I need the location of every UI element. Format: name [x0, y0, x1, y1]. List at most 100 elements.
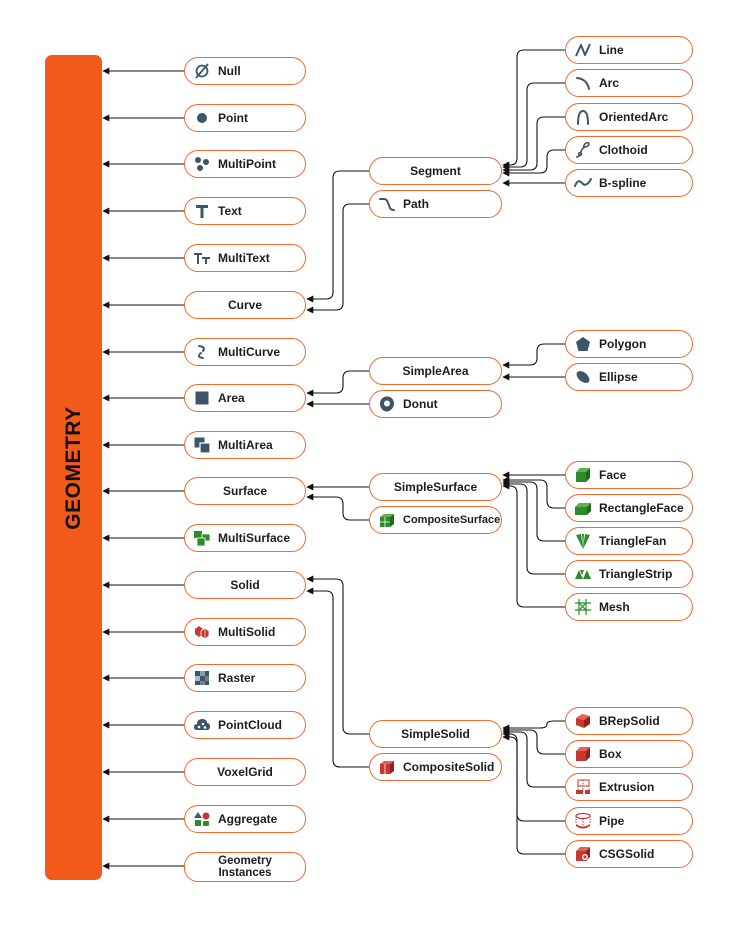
- node-box-label: Box: [599, 747, 622, 761]
- edge-compositesolid-solid: [306, 587, 369, 768]
- text-icon: [193, 202, 211, 220]
- pointcloud-icon: [193, 716, 211, 734]
- clothoid-icon: [574, 141, 592, 159]
- node-multisurface-label: MultiSurface: [218, 531, 291, 545]
- node-path-label: Path: [403, 197, 430, 211]
- geometry-root-bar: GEOMETRY: [45, 55, 102, 880]
- node-line-label: Line: [599, 43, 624, 57]
- node-face[interactable]: Face: [565, 461, 693, 489]
- node-donut[interactable]: Donut: [369, 390, 502, 418]
- raster-icon: [193, 669, 211, 687]
- node-box[interactable]: Box: [565, 740, 693, 768]
- node-multicurve[interactable]: MultiCurve: [184, 338, 306, 366]
- node-brepsolid[interactable]: BRepSolid: [565, 707, 693, 735]
- edge-clothoid-segment: [502, 149, 565, 177]
- edge-line-segment: [502, 49, 565, 169]
- node-donut-label: Donut: [403, 397, 438, 411]
- node-mesh[interactable]: Mesh: [565, 593, 693, 621]
- node-trianglefan-label: TriangleFan: [599, 534, 667, 548]
- pipe-icon: [574, 812, 592, 830]
- node-multiarea[interactable]: MultiArea: [184, 431, 306, 459]
- node-null-label: Null: [218, 64, 241, 78]
- node-line[interactable]: Line: [565, 36, 693, 64]
- node-text-label: Text: [218, 204, 242, 218]
- node-simplesurface-label: SimpleSurface: [393, 480, 478, 494]
- brepsolid-icon: [574, 712, 592, 730]
- node-bspline[interactable]: B-spline: [565, 169, 693, 197]
- multiarea-icon: [193, 436, 211, 454]
- node-clothoid-label: Clothoid: [599, 143, 648, 157]
- node-curve[interactable]: Curve: [184, 291, 306, 319]
- edge-arc-segment: [502, 82, 565, 171]
- edge-simplesolid-solid: [306, 575, 369, 735]
- node-simplesurface[interactable]: SimpleSurface: [369, 473, 502, 501]
- node-rectangleface[interactable]: RectangleFace: [565, 494, 693, 522]
- node-clothoid[interactable]: Clothoid: [565, 136, 693, 164]
- node-orientedarc[interactable]: OrientedArc: [565, 103, 693, 131]
- node-geometryinstances-label-line1: Geometry: [218, 855, 272, 867]
- node-simplearea-label: SimpleArea: [402, 364, 469, 378]
- node-multipoint-label: MultiPoint: [218, 157, 276, 171]
- bspline-icon: [574, 174, 592, 192]
- node-trianglefan[interactable]: TriangleFan: [565, 527, 693, 555]
- node-point-label: Point: [218, 111, 248, 125]
- node-raster[interactable]: Raster: [184, 664, 306, 692]
- geometry-root-label: GEOMETRY: [61, 405, 85, 530]
- node-polygon[interactable]: Polygon: [565, 330, 693, 358]
- node-surface[interactable]: Surface: [184, 477, 306, 505]
- box-icon: [574, 745, 592, 763]
- compositesurface-icon: [378, 511, 396, 529]
- multisolid-icon: [193, 623, 211, 641]
- node-area[interactable]: Area: [184, 384, 306, 412]
- csgsolid-icon: [574, 845, 592, 863]
- node-face-label: Face: [599, 468, 627, 482]
- edge-segment-curve: [306, 170, 369, 303]
- node-solid-label: Solid: [230, 578, 260, 592]
- node-extrusion[interactable]: Extrusion: [565, 773, 693, 801]
- node-ellipse-label: Ellipse: [599, 370, 638, 384]
- node-trianglestrip[interactable]: TriangleStrip: [565, 560, 693, 588]
- node-compositesolid[interactable]: CompositeSolid: [369, 753, 502, 781]
- rectangleface-icon: [574, 499, 592, 517]
- node-compositesolid-label: CompositeSolid: [403, 760, 495, 774]
- node-voxelgrid[interactable]: VoxelGrid: [184, 758, 306, 786]
- node-pointcloud-label: PointCloud: [218, 718, 282, 732]
- node-polygon-label: Polygon: [599, 337, 647, 351]
- node-solid[interactable]: Solid: [184, 571, 306, 599]
- node-brepsolid-label: BRepSolid: [599, 714, 660, 728]
- node-segment-label: Segment: [410, 164, 461, 178]
- node-multisolid[interactable]: MultiSolid: [184, 618, 306, 646]
- node-path[interactable]: Path: [369, 190, 502, 218]
- node-extrusion-label: Extrusion: [599, 780, 655, 794]
- node-multitext[interactable]: MultiText: [184, 244, 306, 272]
- node-text[interactable]: Text: [184, 197, 306, 225]
- node-point[interactable]: Point: [184, 104, 306, 132]
- arc-icon: [574, 74, 592, 92]
- node-orientedarc-label: OrientedArc: [599, 110, 669, 124]
- node-rectangleface-label: RectangleFace: [599, 501, 684, 515]
- node-arc[interactable]: Arc: [565, 69, 693, 97]
- node-pointcloud[interactable]: PointCloud: [184, 711, 306, 739]
- node-multisurface[interactable]: MultiSurface: [184, 524, 306, 552]
- node-null[interactable]: Null: [184, 57, 306, 85]
- edge-mesh-simplesurface: [502, 482, 565, 608]
- node-simplearea[interactable]: SimpleArea: [369, 357, 502, 385]
- node-aggregate[interactable]: Aggregate: [184, 805, 306, 833]
- node-area-label: Area: [218, 391, 245, 405]
- edge-trianglestrip-simplesurface: [502, 480, 565, 575]
- node-ellipse[interactable]: Ellipse: [565, 363, 693, 391]
- node-simplesolid[interactable]: SimpleSolid: [369, 720, 502, 748]
- node-multitext-label: MultiText: [218, 251, 270, 265]
- aggregate-icon: [193, 810, 211, 828]
- node-compositesurface[interactable]: CompositeSurface: [369, 506, 502, 534]
- node-geometryinstances-label-line2: Instances: [218, 867, 272, 879]
- node-segment[interactable]: Segment: [369, 157, 502, 185]
- node-multipoint[interactable]: MultiPoint: [184, 150, 306, 178]
- multisurface-icon: [193, 529, 211, 547]
- node-pipe[interactable]: Pipe: [565, 807, 693, 835]
- edge-path-curve: [306, 203, 369, 314]
- node-csgsolid[interactable]: CSGSolid: [565, 840, 693, 868]
